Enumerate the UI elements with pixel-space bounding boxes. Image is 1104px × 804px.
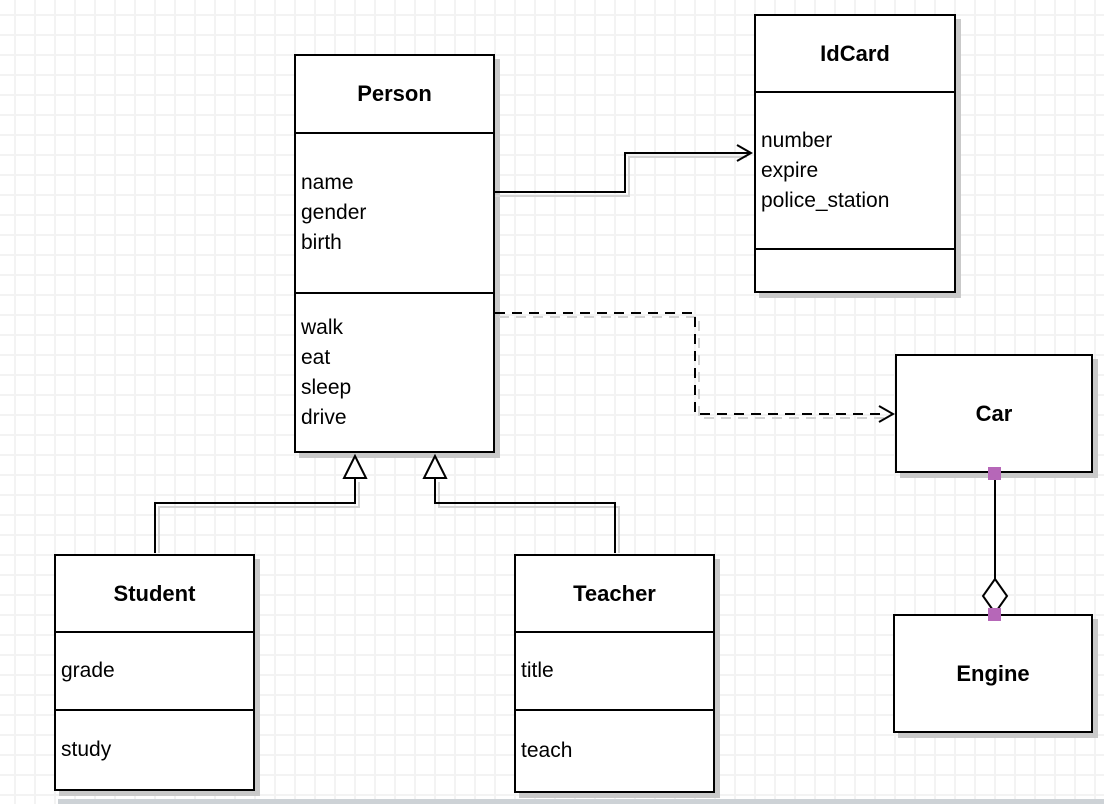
class-teacher[interactable]: Teacher title teach <box>514 554 715 793</box>
connector-car-engine[interactable] <box>981 467 1009 621</box>
method-row: walk <box>301 315 344 339</box>
page-edge-shadow <box>58 799 1104 804</box>
class-engine[interactable]: Engine <box>893 614 1093 733</box>
methods-compartment: study <box>56 711 253 789</box>
attribute-row: expire <box>761 158 819 182</box>
connector-teacher-person[interactable] <box>422 453 620 553</box>
method-row: study <box>61 738 112 761</box>
class-title: Car <box>975 400 1013 426</box>
attribute-row: gender <box>301 201 367 224</box>
methods-compartment-empty <box>756 250 954 291</box>
attributes-compartment: number expire police_station <box>756 93 954 250</box>
class-title: IdCard <box>756 16 954 93</box>
class-idcard[interactable]: IdCard number expire police_station <box>754 14 956 293</box>
method-row: drive <box>301 405 347 429</box>
class-title: Student <box>56 556 253 633</box>
class-title: Person <box>296 56 493 134</box>
attribute-row: grade <box>61 659 115 682</box>
class-person[interactable]: Person name gender birth walk eat sleep … <box>294 54 495 453</box>
connector-person-car[interactable] <box>495 312 896 423</box>
class-student[interactable]: Student grade study <box>54 554 255 791</box>
attribute-row: number <box>761 128 833 152</box>
attribute-row: police_station <box>761 188 890 212</box>
connector-student-person[interactable] <box>154 453 368 553</box>
method-row: sleep <box>301 375 352 399</box>
class-car[interactable]: Car <box>895 354 1093 473</box>
class-title: Teacher <box>516 556 713 633</box>
methods-compartment: walk eat sleep drive <box>296 294 493 451</box>
attribute-row: birth <box>301 231 342 254</box>
class-title: Engine <box>956 660 1030 686</box>
attribute-row: title <box>521 659 554 682</box>
attribute-row: name <box>301 171 354 194</box>
attributes-compartment: grade <box>56 633 253 711</box>
methods-compartment: teach <box>516 711 713 791</box>
method-row: teach <box>521 739 573 762</box>
attributes-compartment: name gender birth <box>296 134 493 294</box>
method-row: eat <box>301 345 331 369</box>
connector-person-idcard[interactable] <box>495 144 754 197</box>
attributes-compartment: title <box>516 633 713 711</box>
